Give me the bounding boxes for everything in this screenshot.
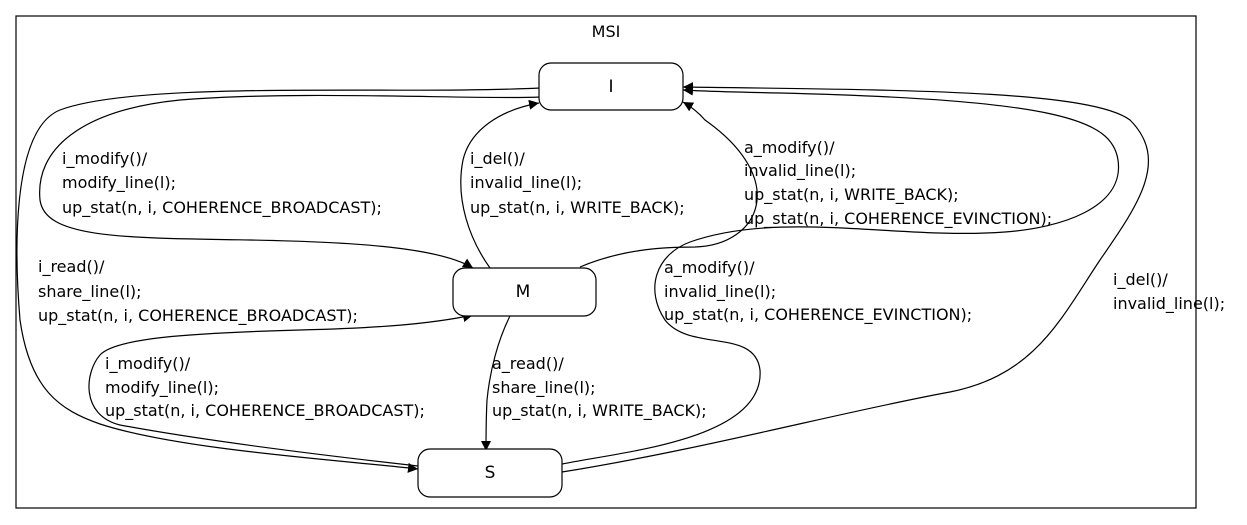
label-line: up_stat(n, i, COHERENCE_BROADCAST); bbox=[62, 198, 382, 218]
label-line: invalid_line(l); bbox=[1113, 294, 1225, 314]
label-line: i_read()/ bbox=[38, 257, 105, 277]
label-m-to-i-del: i_del()/ invalid_line(l); up_stat(n, i, … bbox=[470, 149, 685, 218]
edge-i-to-s-read bbox=[16, 87, 541, 473]
state-i[interactable]: I bbox=[538, 62, 684, 111]
label-line: modify_line(l); bbox=[105, 378, 219, 398]
label-line: a_modify()/ bbox=[744, 138, 835, 158]
label-line: modify_line(l); bbox=[62, 173, 176, 193]
edge-s-to-m-modify bbox=[88, 312, 474, 467]
state-s-label: S bbox=[485, 463, 496, 483]
label-line: a_modify()/ bbox=[664, 258, 755, 278]
label-line: i_del()/ bbox=[1113, 270, 1168, 290]
label-line: up_stat(n, i, COHERENCE_EVINCTION); bbox=[744, 209, 1052, 229]
edge-i-to-m-modify bbox=[39, 94, 541, 269]
label-line: invalid_line(l); bbox=[470, 173, 582, 193]
edge-m-to-i-amodify bbox=[579, 101, 758, 268]
label-line: invalid_line(l); bbox=[744, 161, 856, 181]
edge-m-to-i-del bbox=[460, 99, 540, 269]
state-m[interactable]: M bbox=[452, 267, 597, 317]
diagram-title: MSI bbox=[592, 22, 621, 41]
label-line: up_stat(n, i, WRITE_BACK); bbox=[470, 198, 685, 218]
label-i-to-m-modify: i_modify()/ modify_line(l); up_stat(n, i… bbox=[62, 149, 382, 218]
edge-s-to-i-amodify bbox=[561, 85, 1120, 465]
label-line: invalid_line(l); bbox=[664, 282, 776, 302]
label-line: up_stat(n, i, COHERENCE_BROADCAST); bbox=[105, 401, 425, 421]
label-line: i_modify()/ bbox=[62, 149, 148, 169]
state-i-label: I bbox=[608, 77, 613, 97]
label-line: up_stat(n, i, COHERENCE_EVINCTION); bbox=[664, 305, 972, 325]
label-s-to-i-amodify: a_modify()/ invalid_line(l); up_stat(n, … bbox=[664, 258, 972, 325]
edge-m-to-s-read bbox=[481, 315, 511, 452]
label-line: up_stat(n, i, WRITE_BACK); bbox=[492, 401, 707, 421]
state-m-label: M bbox=[516, 282, 531, 302]
label-i-to-s-read: i_read()/ share_line(l); up_stat(n, i, C… bbox=[38, 257, 358, 326]
label-line: a_read()/ bbox=[492, 354, 564, 374]
label-m-to-i-amodify: a_modify()/ invalid_line(l); up_stat(n, … bbox=[744, 138, 1052, 229]
label-s-to-m-modify: i_modify()/ modify_line(l); up_stat(n, i… bbox=[105, 354, 425, 421]
label-line: up_stat(n, i, WRITE_BACK); bbox=[744, 185, 959, 205]
label-line: share_line(l); bbox=[492, 378, 596, 398]
label-line: i_del()/ bbox=[470, 149, 525, 169]
edge-s-to-i-del bbox=[561, 82, 1149, 473]
state-s[interactable]: S bbox=[417, 448, 563, 498]
label-m-to-s-read: a_read()/ share_line(l); up_stat(n, i, W… bbox=[492, 354, 707, 421]
label-s-to-i-del: i_del()/ invalid_line(l); bbox=[1113, 270, 1225, 314]
label-line: share_line(l); bbox=[38, 282, 142, 302]
label-line: i_modify()/ bbox=[105, 354, 191, 374]
label-line: up_stat(n, i, COHERENCE_BROADCAST); bbox=[38, 306, 358, 326]
